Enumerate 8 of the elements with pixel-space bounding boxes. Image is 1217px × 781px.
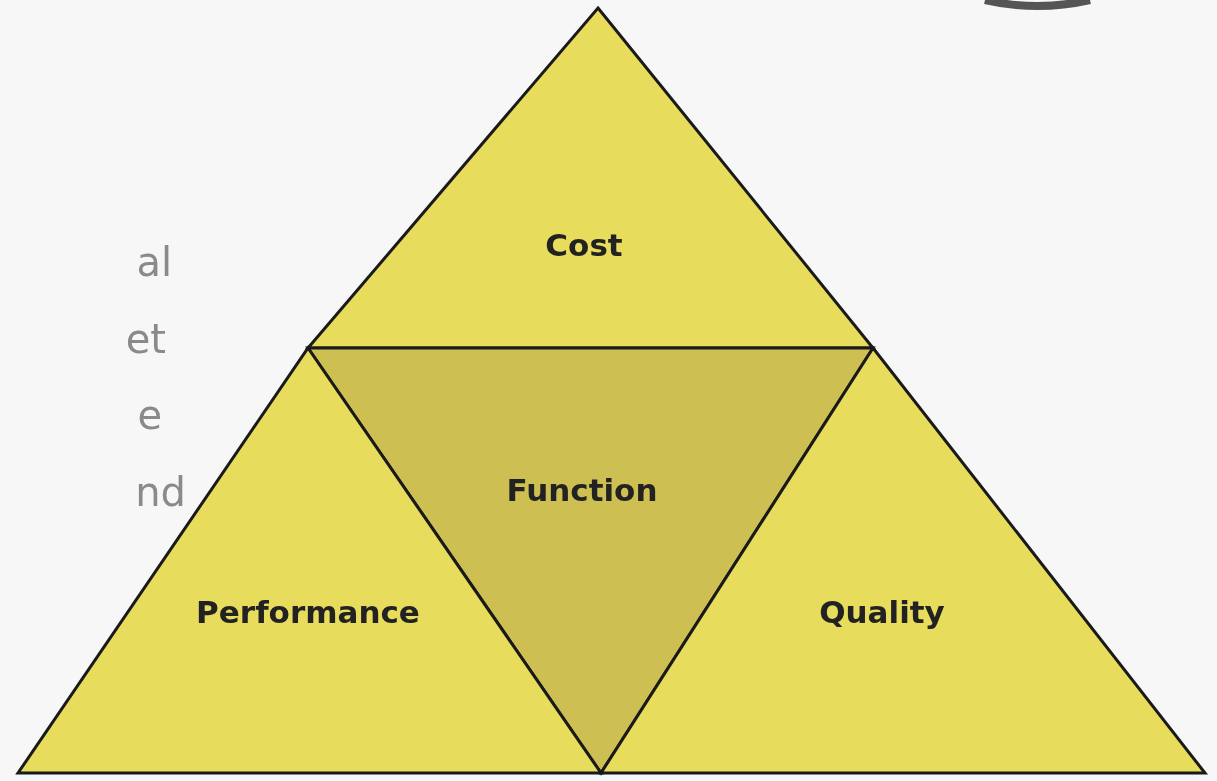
text-fragment: et <box>125 316 166 362</box>
text-fragment: al <box>136 239 172 285</box>
segment-label: Function <box>506 472 658 508</box>
text-fragment: e <box>137 392 162 438</box>
segment-label: Performance <box>196 594 420 630</box>
segment-label: Cost <box>545 227 623 263</box>
text-fragment: nd <box>135 469 186 515</box>
segment-label: Quality <box>819 594 945 630</box>
